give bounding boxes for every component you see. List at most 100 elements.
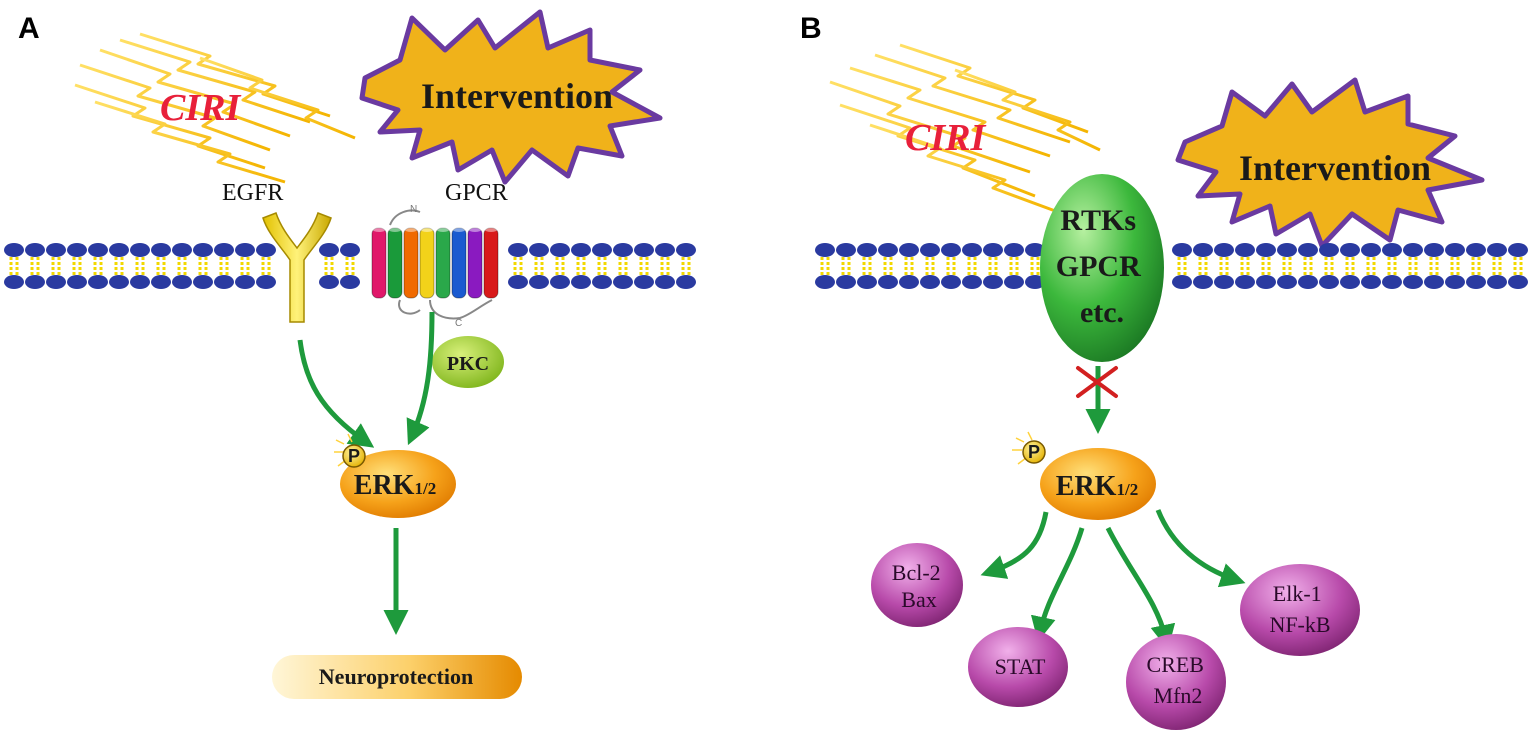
lipid-head bbox=[613, 243, 633, 257]
lipid-head bbox=[88, 275, 108, 289]
receptor-ball-label: RTKs GPCR etc. bbox=[1056, 204, 1149, 329]
lipid-head bbox=[1319, 243, 1339, 257]
ciri-label-b: CIRI bbox=[905, 117, 986, 159]
lipid-head bbox=[878, 243, 898, 257]
lipid-head bbox=[1382, 275, 1402, 289]
lipid-head bbox=[1172, 243, 1192, 257]
gpcr-helix bbox=[467, 227, 483, 299]
lipid-head bbox=[235, 243, 255, 257]
panel-letter-a: A bbox=[18, 12, 40, 45]
lipid-head bbox=[1214, 275, 1234, 289]
gpcr-helix bbox=[403, 227, 419, 299]
gpcr-helix bbox=[419, 227, 435, 299]
lipid-head bbox=[1004, 243, 1024, 257]
ciri-bolts bbox=[74, 32, 356, 184]
neuroprotection-label: Neuroprotection bbox=[319, 664, 473, 689]
target-elk1-line-2: NF-kB bbox=[1269, 612, 1330, 637]
lipid-head bbox=[67, 243, 87, 257]
lipid-head bbox=[1025, 243, 1045, 257]
erk-label: ERK1/2 bbox=[354, 470, 436, 501]
intervention-starburst bbox=[359, 9, 663, 185]
lipid-head bbox=[1361, 243, 1381, 257]
target-bcl2-line-2: Bax bbox=[901, 587, 936, 612]
lipid-head bbox=[1403, 275, 1423, 289]
lipid-head bbox=[1424, 275, 1444, 289]
lipid-head bbox=[1319, 275, 1339, 289]
erk-to-bcl2-arrow bbox=[980, 511, 1049, 579]
lipid-head bbox=[109, 243, 129, 257]
lipid-head bbox=[1235, 243, 1255, 257]
lipid-head bbox=[25, 243, 45, 257]
erk-sub-b: 1/2 bbox=[1116, 480, 1138, 499]
receptor-line-2: GPCR bbox=[1056, 250, 1141, 283]
gpcr-helix-cap bbox=[484, 226, 498, 232]
lipid-head bbox=[172, 243, 192, 257]
lipid-head bbox=[983, 275, 1003, 289]
lipid-head bbox=[962, 243, 982, 257]
receptor-line-1: RTKs bbox=[1060, 204, 1136, 237]
egfr-label: EGFR bbox=[222, 180, 283, 206]
lipid-head bbox=[1487, 243, 1507, 257]
target-creb-mfn2 bbox=[1126, 634, 1226, 730]
lipid-head bbox=[214, 243, 234, 257]
phospho-label-b: P bbox=[1028, 442, 1040, 462]
erk-label-b: ERK1/2 bbox=[1056, 471, 1138, 502]
lipid-head bbox=[1277, 275, 1297, 289]
cell-membrane bbox=[4, 243, 696, 289]
lipid-head bbox=[920, 243, 940, 257]
lipid-head bbox=[550, 243, 570, 257]
lipid-head bbox=[214, 275, 234, 289]
lipid-head bbox=[676, 243, 696, 257]
lipid-head bbox=[634, 243, 654, 257]
lipid-head bbox=[655, 275, 675, 289]
lipid-head bbox=[1004, 275, 1024, 289]
lipid-head bbox=[1445, 243, 1465, 257]
gpcr-helix bbox=[483, 227, 499, 299]
lipid-head bbox=[836, 275, 856, 289]
gpcr-n-terminal: N bbox=[410, 204, 417, 215]
lipid-head bbox=[592, 275, 612, 289]
lipid-head bbox=[857, 275, 877, 289]
lipid-head bbox=[529, 275, 549, 289]
lipid-head bbox=[1508, 275, 1528, 289]
lipid-head bbox=[109, 275, 129, 289]
lipid-head bbox=[1193, 275, 1213, 289]
lipid-head bbox=[899, 275, 919, 289]
lipid-head bbox=[1235, 275, 1255, 289]
lipid-head bbox=[836, 243, 856, 257]
gpcr-helix-cap bbox=[372, 226, 386, 232]
lipid-head bbox=[1277, 243, 1297, 257]
lipid-head bbox=[256, 275, 276, 289]
lipid-head bbox=[4, 243, 24, 257]
lipid-head bbox=[1298, 275, 1318, 289]
target-stat bbox=[968, 627, 1068, 707]
target-bcl2-line-1: Bcl-2 bbox=[892, 560, 941, 585]
lipid-head bbox=[1424, 243, 1444, 257]
lipid-head bbox=[67, 275, 87, 289]
lipid-head bbox=[319, 243, 339, 257]
lipid-head bbox=[962, 275, 982, 289]
lipid-head bbox=[1025, 275, 1045, 289]
gpcr-helix bbox=[387, 227, 403, 299]
gpcr-helix bbox=[435, 227, 451, 299]
gpcr-label: GPCR bbox=[445, 180, 508, 206]
lipid-head bbox=[941, 243, 961, 257]
phospho-badge: P bbox=[334, 433, 366, 468]
gpcr-helix-cap bbox=[468, 226, 482, 232]
lipid-head bbox=[1445, 275, 1465, 289]
target-stat-label: STAT bbox=[995, 654, 1046, 679]
lipid-head bbox=[1340, 243, 1360, 257]
erk-node bbox=[340, 450, 456, 518]
block-x-icon bbox=[1076, 366, 1118, 398]
gpcr-helix-cap bbox=[404, 226, 418, 232]
lipid-head bbox=[592, 243, 612, 257]
lipid-head bbox=[1214, 243, 1234, 257]
lipid-head bbox=[193, 243, 213, 257]
erk-to-creb-arrow bbox=[1105, 526, 1176, 650]
panel-a: A CIRI Intervention EGFR GPCR N bbox=[4, 9, 696, 699]
lipid-head bbox=[25, 275, 45, 289]
ciri-label: CIRI bbox=[160, 87, 241, 129]
lipid-head bbox=[550, 275, 570, 289]
lipid-head bbox=[1466, 275, 1486, 289]
